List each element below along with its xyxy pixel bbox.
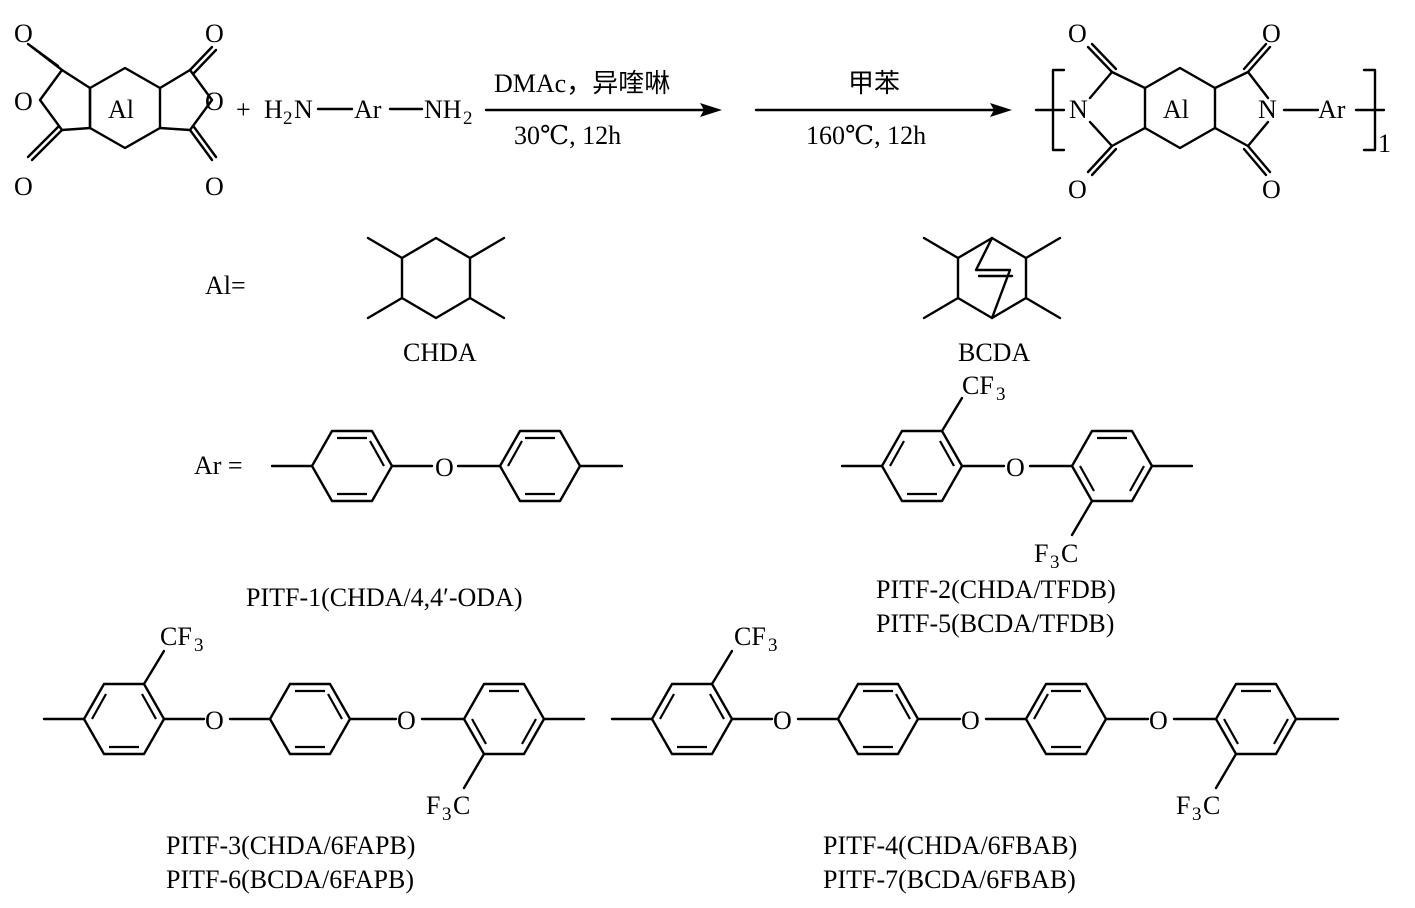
cf3-subscript: 3 xyxy=(768,635,778,656)
chda-label: CHDA xyxy=(403,338,477,367)
reaction-arrow-step1: DMAc，异喹啉 30℃, 12h xyxy=(484,69,722,150)
6fapb-structure: O O CF 3 F 3 C xyxy=(42,622,586,825)
caption-pitf6: PITF-6(BCDA/6FAPB) xyxy=(166,865,414,894)
caption-pitf1: PITF-1(CHDA/4,4′-ODA) xyxy=(246,583,523,612)
cf3-group: CF xyxy=(962,371,994,400)
ether-oxygen: O xyxy=(961,706,980,735)
f3c-group-c: C xyxy=(1061,539,1078,568)
f3c-group-f: F xyxy=(426,791,440,820)
step1-conditions-bottom: 30℃, 12h xyxy=(514,121,621,150)
core-label: Al xyxy=(108,95,134,124)
formula-h: H xyxy=(264,95,283,124)
repeat-subscript: 1 xyxy=(1378,129,1391,158)
bcda-structure: BCDA xyxy=(922,236,1062,367)
formula-n: N xyxy=(294,95,313,124)
imide-nitrogen: N xyxy=(1258,95,1277,124)
anhydride-ring-oxygen: O xyxy=(205,87,224,116)
imide-oxygen: O xyxy=(1262,19,1281,48)
diamine-reagent: H 2 N Ar NH 2 xyxy=(264,95,473,129)
formula-nh: NH xyxy=(424,95,462,124)
anhydride-oxygen: O xyxy=(14,172,33,201)
tfdb-structure: O CF 3 F 3 C xyxy=(840,371,1194,573)
f3c-group-f: F xyxy=(1176,791,1190,820)
formula-subscript: 2 xyxy=(463,108,473,129)
al-definition-label: Al= xyxy=(205,271,246,300)
step1-conditions-top: DMAc，异喹啉 xyxy=(494,69,670,98)
ar-definition-label: Ar = xyxy=(194,451,243,480)
anhydride-oxygen: O xyxy=(14,19,33,48)
cf3-group: CF xyxy=(160,622,192,651)
ether-oxygen: O xyxy=(397,706,416,735)
f3c-subscript: 3 xyxy=(442,804,452,825)
ether-oxygen: O xyxy=(773,706,792,735)
oda-structure: O xyxy=(270,429,624,503)
caption-pitf2: PITF-2(CHDA/TFDB) xyxy=(876,575,1116,604)
cf3-subscript: 3 xyxy=(194,635,204,656)
core-label: Al xyxy=(1163,95,1189,124)
anhydride-oxygen: O xyxy=(205,172,224,201)
dianhydride-structure: O O O O O O Al xyxy=(14,19,224,201)
polyimide-product: N N O O O O Al Ar 1 xyxy=(1034,19,1391,204)
ether-oxygen: O xyxy=(1006,453,1025,482)
formula-subscript: 2 xyxy=(283,108,293,129)
ether-oxygen: O xyxy=(435,453,454,482)
ether-oxygen: O xyxy=(205,706,224,735)
reaction-arrow-step2: 甲苯 160℃, 12h xyxy=(754,69,1012,150)
f3c-group-f: F xyxy=(1034,539,1048,568)
caption-pitf3: PITF-3(CHDA/6FAPB) xyxy=(166,831,415,860)
chda-structure: CHDA xyxy=(366,236,506,367)
step2-conditions-bottom: 160℃, 12h xyxy=(806,121,926,150)
caption-pitf4: PITF-4(CHDA/6FBAB) xyxy=(823,831,1077,860)
ether-oxygen: O xyxy=(1149,706,1168,735)
product-ar: Ar xyxy=(1318,95,1346,124)
f3c-group-c: C xyxy=(453,791,470,820)
caption-pitf5: PITF-5(BCDA/TFDB) xyxy=(876,609,1114,638)
bcda-label: BCDA xyxy=(958,338,1030,367)
imide-oxygen: O xyxy=(1068,19,1087,48)
anhydride-ring-oxygen: O xyxy=(14,87,33,116)
cf3-group: CF xyxy=(734,622,766,651)
f3c-subscript: 3 xyxy=(1192,804,1202,825)
f3c-group-c: C xyxy=(1203,791,1220,820)
6fbab-structure: O O O CF 3 F 3 C xyxy=(610,622,1340,825)
cf3-subscript: 3 xyxy=(996,384,1006,405)
plus-sign: + xyxy=(236,95,251,124)
imide-oxygen: O xyxy=(1068,175,1087,204)
caption-pitf7: PITF-7(BCDA/6FBAB) xyxy=(823,865,1076,894)
f3c-subscript: 3 xyxy=(1050,552,1060,573)
step2-conditions-top: 甲苯 xyxy=(848,69,900,98)
anhydride-oxygen: O xyxy=(205,19,224,48)
formula-ar: Ar xyxy=(354,95,382,124)
imide-oxygen: O xyxy=(1262,175,1281,204)
imide-nitrogen: N xyxy=(1069,95,1088,124)
